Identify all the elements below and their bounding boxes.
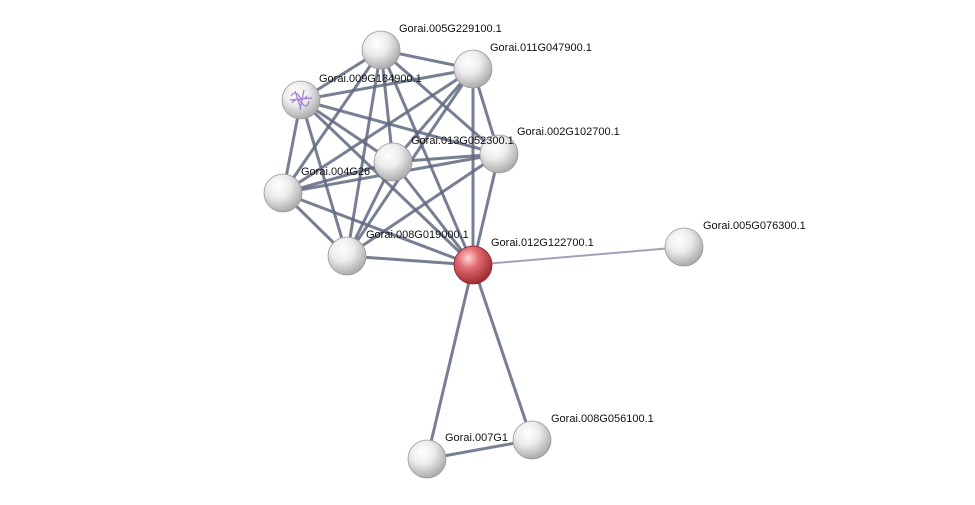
label-layer: Gorai.005G229100.1Gorai.011G047900.1Gora… — [301, 23, 806, 444]
edge-n1-n7 — [345, 49, 383, 257]
edge-n1-n8 — [379, 49, 475, 266]
protein-node[interactable] — [453, 49, 493, 89]
node-label: Gorai.008G019000.1 — [366, 229, 469, 241]
node-Gorai.011G047900.1[interactable] — [453, 49, 493, 89]
node-label: Gorai.013G052300.1 — [411, 135, 514, 147]
protein-node[interactable] — [263, 173, 303, 213]
query-protein-node[interactable] — [453, 245, 493, 285]
edge-n8-n9 — [472, 246, 685, 266]
node-layer — [263, 30, 704, 479]
node-label: Gorai.004G26 — [301, 166, 370, 178]
edge-n2-n5 — [391, 68, 475, 163]
node-label: Gorai.002G102700.1 — [517, 126, 620, 138]
protein-node[interactable] — [479, 134, 519, 174]
edge-n8-n11 — [425, 264, 475, 460]
edge-n5-n8 — [391, 161, 475, 266]
edge-n2-n3 — [300, 67, 474, 102]
protein-node[interactable] — [512, 420, 552, 460]
node-Gorai.007G1[interactable] — [407, 439, 447, 479]
edge-n1-n4 — [380, 48, 500, 156]
node-Gorai.005G076300.1[interactable] — [664, 227, 704, 267]
edge-n3-n4 — [300, 98, 500, 156]
edge-n6-n8 — [282, 191, 474, 267]
edge-n8-n10 — [471, 264, 534, 441]
protein-node[interactable] — [327, 236, 367, 276]
node-Gorai.002G102700.1[interactable] — [479, 134, 519, 174]
edge-n7-n8 — [346, 254, 474, 267]
node-Gorai.004G26[interactable] — [263, 173, 303, 213]
node-label: Gorai.005G076300.1 — [703, 220, 806, 232]
protein-node[interactable] — [281, 80, 321, 120]
node-label: Gorai.007G1 — [445, 432, 508, 444]
node-label: Gorai.008G056100.1 — [551, 413, 654, 425]
protein-structure-icon — [289, 89, 313, 111]
protein-node[interactable] — [373, 142, 413, 182]
node-label: Gorai.005G229100.1 — [399, 23, 502, 35]
protein-node[interactable] — [664, 227, 704, 267]
edge-n4-n7 — [346, 152, 500, 258]
edge-n3-n8 — [299, 98, 475, 267]
node-label: Gorai.009G184900.1 — [319, 73, 422, 85]
protein-node[interactable] — [407, 439, 447, 479]
node-Gorai.005G229100.1[interactable] — [361, 30, 401, 70]
node-Gorai.008G019000.1[interactable] — [327, 236, 367, 276]
node-Gorai.013G052300.1[interactable] — [373, 142, 413, 182]
edge-n3-n7 — [299, 99, 349, 257]
node-Gorai.009G184900.1[interactable] — [281, 80, 321, 120]
node-Gorai.012G122700.1[interactable] — [453, 245, 493, 285]
node-label: Gorai.011G047900.1 — [490, 42, 592, 54]
protein-node[interactable] — [361, 30, 401, 70]
edge-n2-n6 — [282, 67, 474, 195]
node-Gorai.008G056100.1[interactable] — [512, 420, 552, 460]
node-label: Gorai.012G122700.1 — [491, 237, 594, 249]
